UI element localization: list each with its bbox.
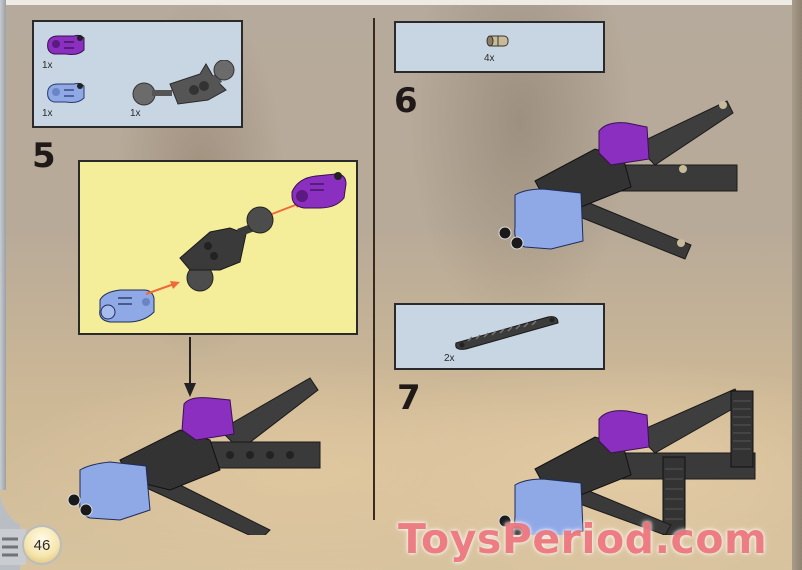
step-6-parts-box: 4x <box>394 21 605 73</box>
part-qty: 1x <box>42 60 53 71</box>
step-5-subassembly-callout <box>78 160 358 335</box>
ball-joint-hub-icon <box>179 206 274 292</box>
gear-rack-icon <box>455 316 559 350</box>
page-right-edge <box>792 0 802 570</box>
blue-connector-icon <box>99 289 155 323</box>
page-tab-wrench-icon <box>0 495 26 570</box>
part-qty: 1x <box>130 108 141 119</box>
step-5-model-illustration <box>67 377 321 535</box>
assembly-direction-arrow <box>189 337 191 387</box>
page-number: 46 <box>22 525 62 565</box>
friction-pin-icon <box>486 35 509 47</box>
page-top-edge <box>0 0 802 5</box>
part-qty: 2x <box>444 353 455 364</box>
step-number: 5 <box>32 136 57 176</box>
subassembly-diagram <box>99 172 347 323</box>
column-divider <box>373 18 375 520</box>
purple-connector-icon <box>291 172 347 209</box>
step-6-model-illustration <box>498 100 738 260</box>
arrow-head-icon <box>184 383 196 397</box>
step-5-parts-box: 1x 1x 1x <box>32 20 243 128</box>
step-7-model-illustration <box>498 388 756 535</box>
page-left-edge <box>0 0 6 490</box>
blue-connector-icon <box>47 82 85 103</box>
watermark-text: ToysPeriod.com <box>398 515 768 563</box>
step-number: 7 <box>397 378 422 418</box>
part-qty: 4x <box>484 53 495 64</box>
purple-connector-icon <box>47 34 85 55</box>
part-qty: 1x <box>42 108 53 119</box>
step-7-parts-box: 2x <box>394 303 605 370</box>
ball-joint-hub-icon <box>132 60 235 106</box>
step-number: 6 <box>394 81 419 121</box>
